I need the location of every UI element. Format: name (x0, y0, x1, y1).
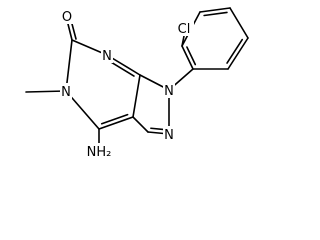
n-top-label: N (102, 49, 112, 64)
bond-b1-b2-double (186, 46, 197, 66)
bond-c6-o-a (66, 21, 73, 41)
bond-lines (25, 7, 249, 151)
carbonyl-oxygen-label: O (62, 10, 72, 25)
atom-n1: N (163, 82, 175, 99)
bond-b4-b5 (229, 7, 249, 39)
bond-c3a-c4-double (100, 113, 129, 125)
n1-label: N (164, 84, 174, 99)
atom-n-top: N (101, 47, 113, 64)
amine-label: NH₂ (87, 145, 112, 160)
bond-nmeth-c6 (65, 39, 73, 92)
n-methyl-label: N (61, 85, 71, 100)
bond-c6-o-b (70, 21, 77, 40)
bond-b3-b4 (199, 7, 231, 13)
atom-n-methyl: N (60, 83, 72, 100)
bond-c3-c3a (132, 116, 149, 133)
atom-n-pyrazole: N (163, 126, 175, 143)
molecule-structure: O N N N N NH₂ Cl (25, 7, 249, 160)
bond-c7a-c3a (132, 74, 141, 118)
bond-c3a-c4 (98, 116, 134, 130)
chlorine-label: Cl (178, 22, 191, 37)
bond-b1-b2 (181, 45, 194, 70)
bond-nmeth-me (25, 90, 67, 93)
atom-chlorine: Cl (174, 20, 194, 37)
bond-ntop-c7a-double (108, 60, 135, 77)
atom-carbonyl-oxygen: O (61, 8, 73, 25)
n-pyrazole-label: N (164, 128, 174, 143)
bond-b5-b6-double (226, 38, 244, 64)
atom-amine: NH₂ (85, 143, 113, 160)
atom-labels: O N N N N NH₂ Cl (60, 8, 194, 160)
bond-b5-b6 (227, 37, 249, 70)
bond-b3-b4-double (203, 11, 228, 17)
